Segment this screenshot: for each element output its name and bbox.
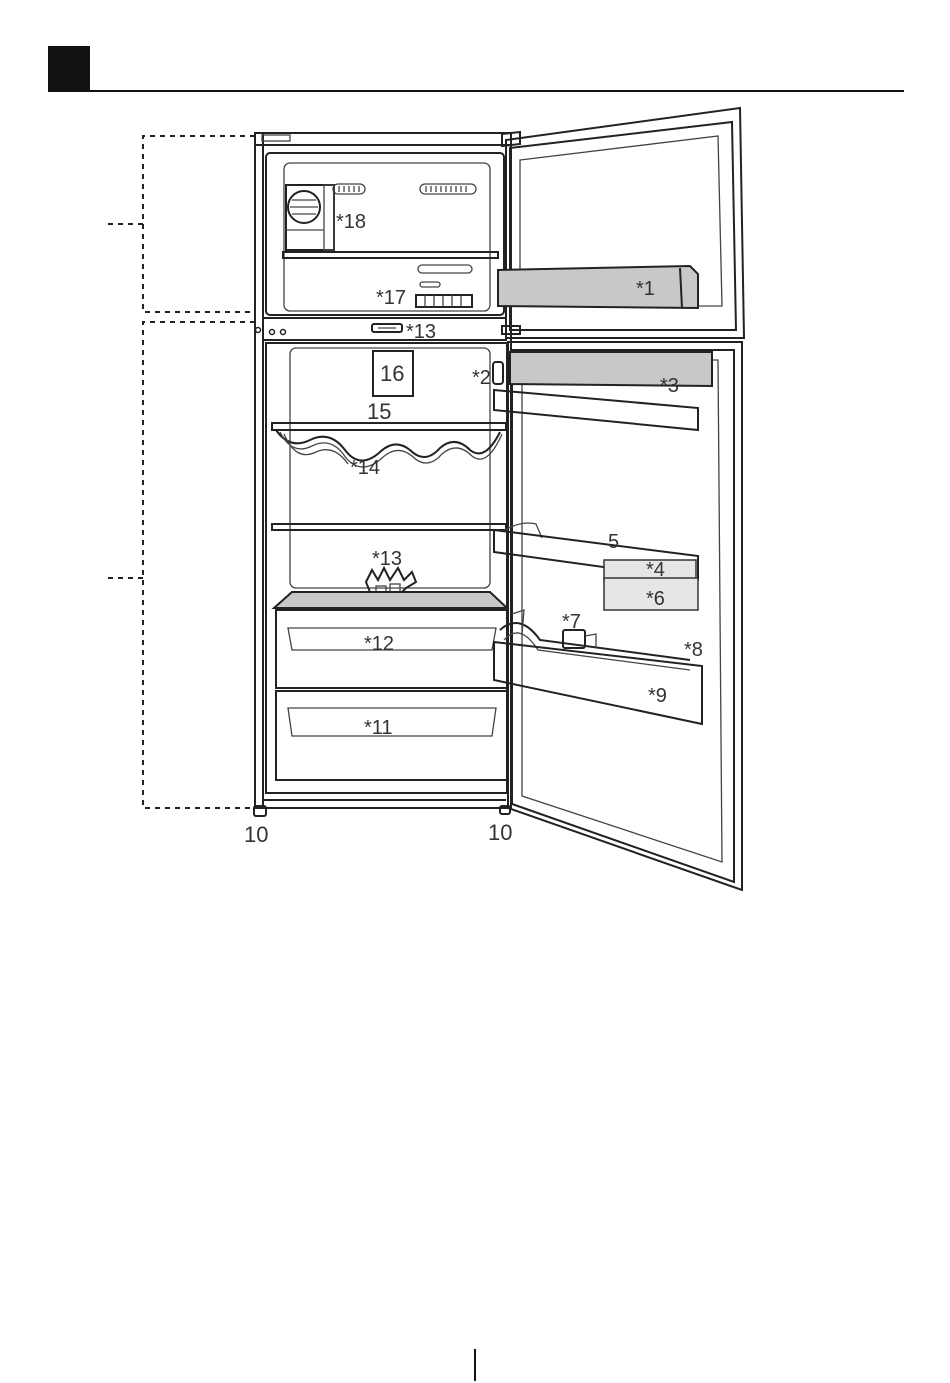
label-17: *17 (376, 287, 406, 309)
label-2: *2 (472, 367, 491, 389)
label-13-top: *13 (406, 321, 436, 343)
label-13-mid: *13 (372, 548, 402, 570)
freezer-vent-right (420, 184, 476, 194)
label-4: *4 (646, 559, 665, 581)
label-10-left: 10 (244, 822, 268, 847)
thermostat-knob (372, 324, 402, 332)
page-footer-marker (474, 1349, 476, 1381)
label-10-right: 10 (488, 820, 512, 845)
glass-shelf-top (272, 423, 506, 430)
ice-maker (286, 185, 334, 250)
label-11: *11 (364, 717, 393, 739)
butter-compartment-lid (493, 362, 503, 384)
label-3: *3 (660, 375, 679, 397)
dairy-compartment (494, 352, 712, 430)
freezer-vent-left (333, 184, 365, 194)
label-14: *14 (350, 457, 380, 479)
label-9: *9 (648, 685, 667, 707)
freezer-vent-mid (418, 265, 472, 287)
label-18: *18 (336, 211, 366, 233)
glass-shelf-middle (272, 524, 506, 530)
ice-tray (416, 295, 472, 307)
fridge-section-bracket (108, 322, 255, 808)
label-15: 15 (367, 399, 391, 424)
freezer-shelf (283, 252, 498, 258)
freezer-door-shelf (498, 266, 698, 308)
door-bottle-shelf (494, 642, 702, 724)
label-16: 16 (380, 361, 404, 386)
crisper-cover (274, 592, 507, 608)
label-5: 5 (608, 531, 619, 553)
label-6: *6 (646, 588, 665, 610)
fridge-door (508, 342, 742, 890)
wine-rack (276, 430, 502, 467)
freezer-section-bracket (108, 136, 255, 312)
label-12: *12 (364, 633, 394, 655)
label-1: *1 (636, 278, 655, 300)
label-8: *8 (684, 639, 703, 661)
label-7: *7 (562, 611, 581, 633)
cabinet (255, 133, 511, 808)
